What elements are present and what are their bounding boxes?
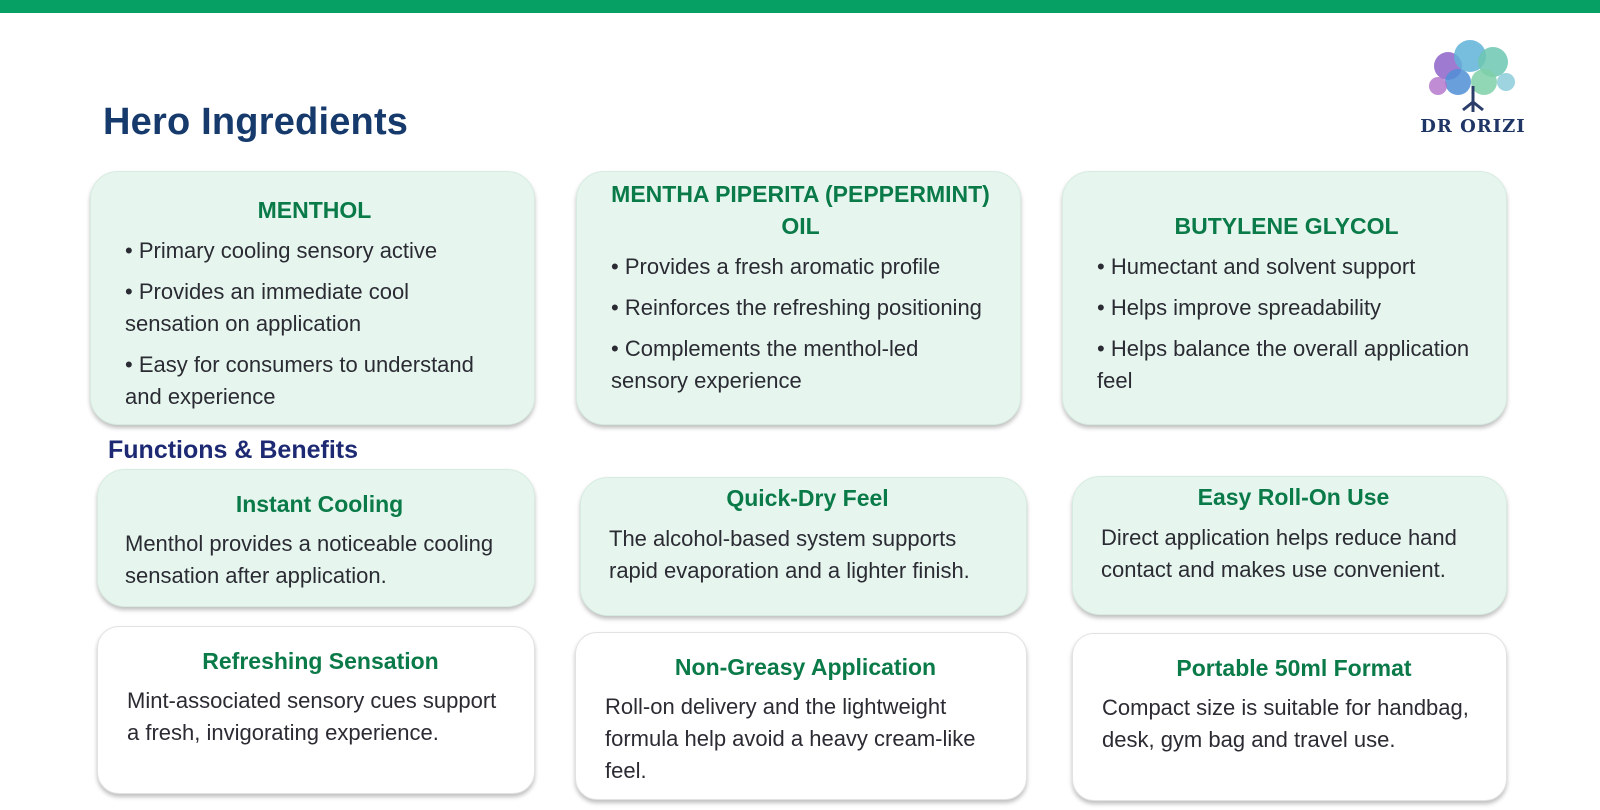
ingredient-point: Easy for consumers to understand and exp… (125, 349, 504, 413)
logo-wordmark: DR ORIZI (1420, 116, 1526, 137)
benefit-title: Refreshing Sensation (202, 648, 439, 674)
ingredient-name: MENTHOL (257, 197, 372, 223)
benefit-card-portable: Portable 50ml Format Compact size is sui… (1072, 633, 1507, 801)
ingredient-card-menthol: MENTHOL Primary cooling sensory active P… (90, 171, 535, 425)
benefit-description: The alcohol-based system supports rapid … (609, 526, 970, 583)
benefit-description: Mint-associated sensory cues support a f… (127, 688, 497, 745)
benefit-card-easy-roll-on: Easy Roll-On Use Direct application help… (1072, 476, 1507, 615)
ingredient-point: Primary cooling sensory active (125, 235, 504, 267)
benefit-card-refreshing: Refreshing Sensation Mint-associated sen… (97, 626, 535, 794)
benefit-description: Menthol provides a noticeable cooling se… (125, 531, 494, 588)
benefit-title: Easy Roll-On Use (1197, 484, 1390, 510)
benefit-title: Quick-Dry Feel (726, 485, 889, 511)
ingredient-point: Helps improve spreadability (1097, 292, 1476, 324)
benefit-title: Portable 50ml Format (1176, 655, 1412, 681)
benefit-card-non-greasy: Non-Greasy Application Roll-on delivery … (575, 632, 1027, 800)
ingredient-points: Primary cooling sensory active Provides … (125, 235, 504, 413)
top-accent-bar (0, 0, 1600, 13)
ingredient-points: Provides a fresh aromatic profile Reinfo… (611, 251, 990, 397)
ingredient-points: Humectant and solvent support Helps impr… (1097, 251, 1476, 397)
ingredient-point: Complements the menthol-led sensory expe… (611, 333, 990, 397)
benefit-description: Roll-on delivery and the lightweight for… (605, 694, 976, 783)
ingredient-card-peppermint: MENTHA PIPERITA (PEPPERMINT) OIL Provide… (576, 171, 1021, 425)
benefit-title: Non-Greasy Application (674, 654, 937, 680)
benefit-description: Compact size is suitable for handbag, de… (1102, 695, 1469, 752)
ingredient-card-butylene-glycol: BUTYLENE GLYCOL Humectant and solvent su… (1062, 171, 1507, 425)
ingredient-name: MENTHA PIPERITA (PEPPERMINT) OIL (611, 181, 990, 239)
benefit-card-instant-cooling: Instant Cooling Menthol provides a notic… (97, 469, 535, 607)
ingredient-point: Humectant and solvent support (1097, 251, 1476, 283)
ingredient-point: Helps balance the overall application fe… (1097, 333, 1476, 397)
brand-logo: DR ORIZI (1418, 36, 1548, 146)
benefit-title: Instant Cooling (235, 491, 404, 517)
tree-logo-icon (1429, 40, 1515, 112)
ingredient-point: Provides an immediate cool sensation on … (125, 276, 504, 340)
page-title: Hero Ingredients (103, 101, 409, 143)
benefit-card-quick-dry: Quick-Dry Feel The alcohol-based system … (580, 477, 1027, 616)
ingredient-name: BUTYLENE GLYCOL (1174, 213, 1399, 239)
section-title-functions: Functions & Benefits (108, 436, 359, 464)
benefit-description: Direct application helps reduce hand con… (1101, 525, 1457, 582)
ingredient-point: Provides a fresh aromatic profile (611, 251, 990, 283)
ingredient-point: Reinforces the refreshing positioning (611, 292, 990, 324)
